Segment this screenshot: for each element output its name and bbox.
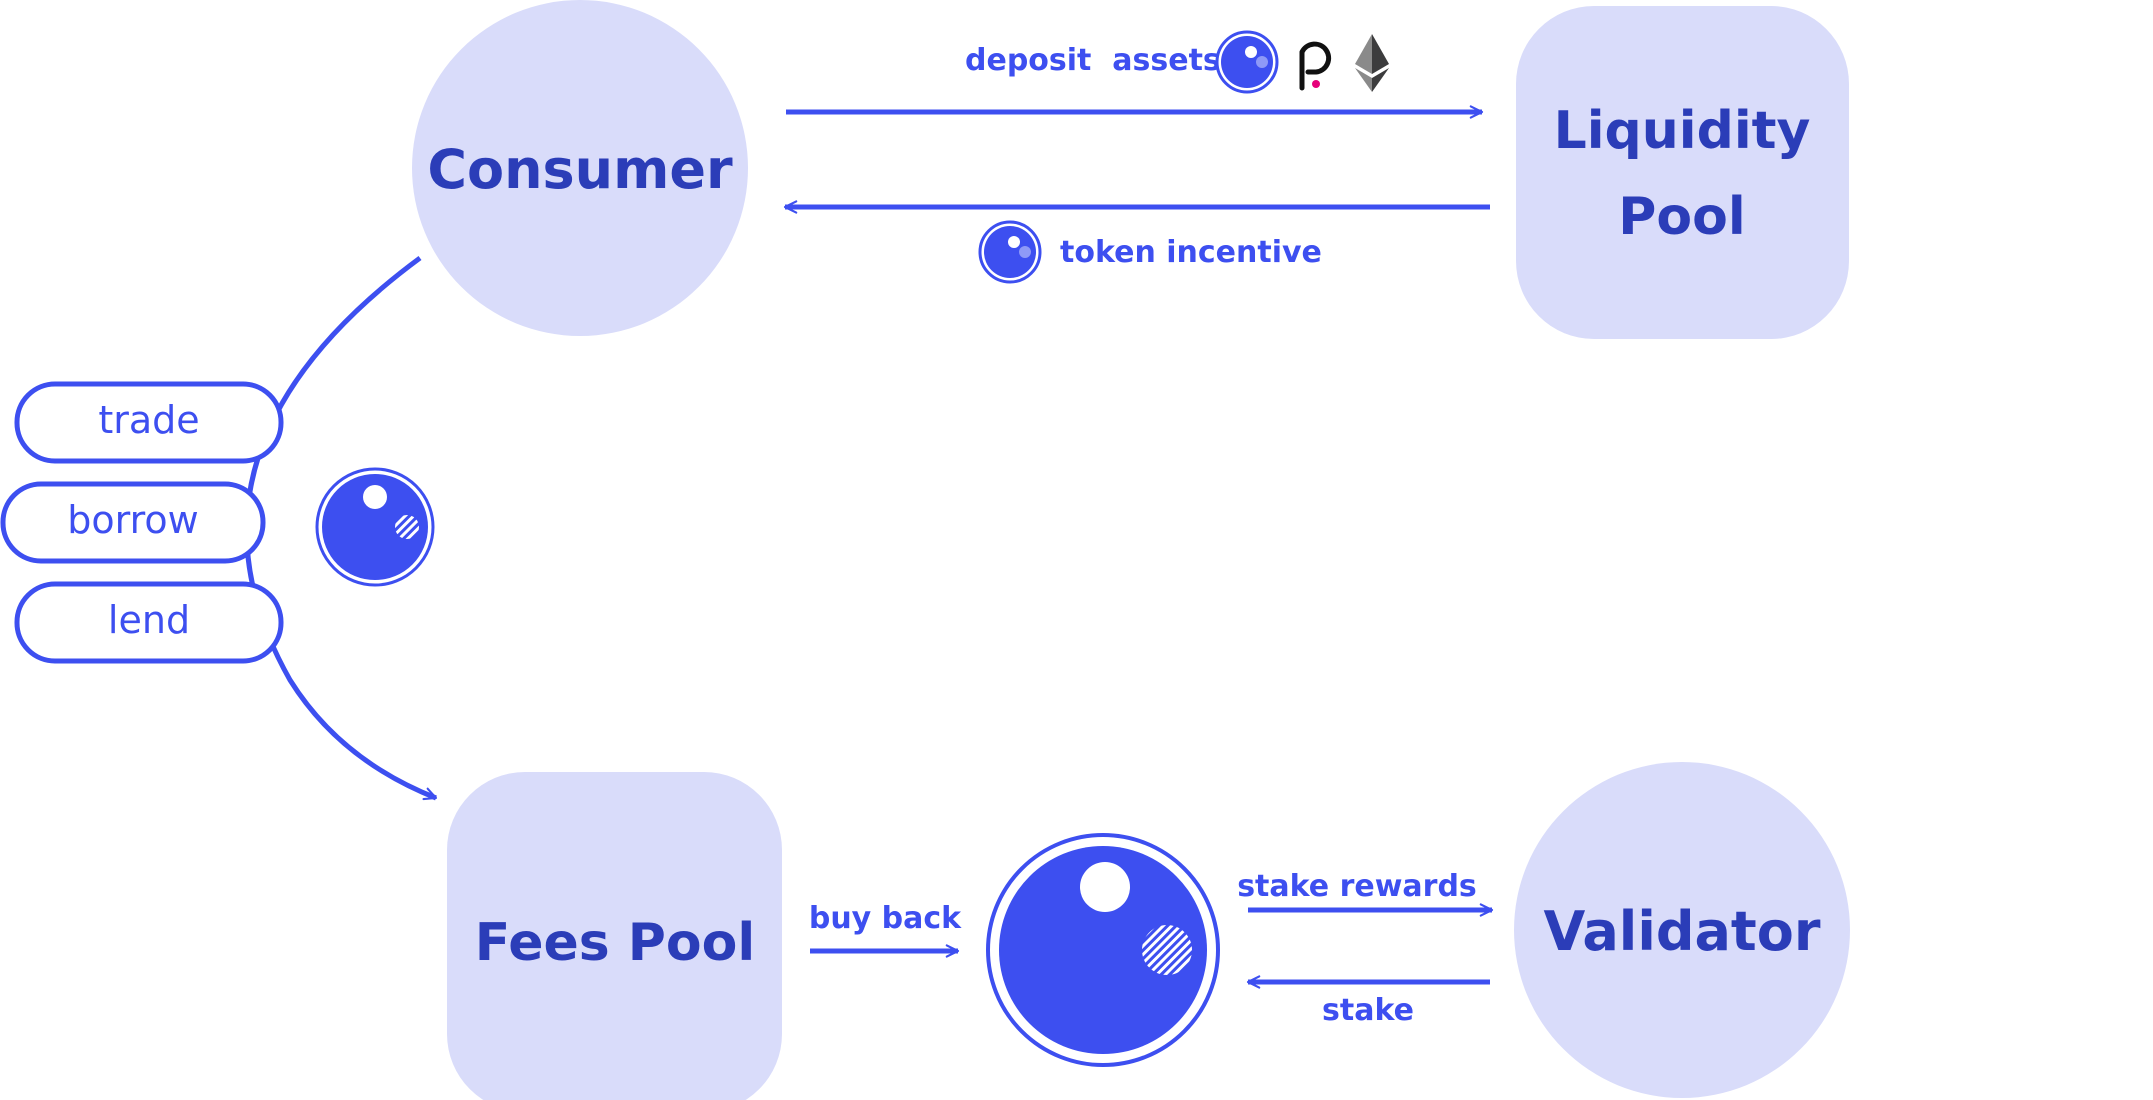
stake-edge: stake (1246, 975, 1490, 1028)
consumer-node: Consumer (412, 0, 748, 336)
action-list: trade borrow lend (0, 381, 284, 664)
liquidity-pool-label-line1: Liquidity (1554, 101, 1811, 161)
validator-node: Validator (1514, 762, 1850, 1098)
token-incentive-edge: token incentive (783, 200, 1490, 284)
deposit-assets-edge: deposit assets (786, 30, 1484, 119)
token-orb-icon (978, 220, 1042, 284)
stake-rewards-edge: stake rewards (1237, 869, 1494, 917)
validator-label: Validator (1544, 900, 1821, 963)
liquidity-pool-label-line2: Pool (1618, 187, 1745, 247)
action-pill-lend: lend (14, 581, 284, 664)
action-pill-label: borrow (67, 498, 198, 542)
deposit-assets-label: deposit assets (965, 43, 1221, 78)
validator-circle (1514, 762, 1850, 1098)
fees-pool-node: Fees Pool (447, 772, 782, 1100)
polkadot-icon (1299, 41, 1332, 91)
action-pill-borrow: borrow (0, 481, 266, 564)
token-orb-icon (1215, 30, 1279, 94)
fees-pool-label: Fees Pool (475, 913, 755, 973)
liquidity-pool-box (1516, 6, 1849, 339)
buy-back-label: buy back (809, 901, 962, 936)
consumer-label: Consumer (427, 138, 733, 201)
central-token (986, 833, 1220, 1067)
token-orb-icon (315, 467, 435, 587)
consumer-circle (412, 0, 748, 336)
liquidity-pool-node: Liquidity Pool (1516, 6, 1849, 339)
stake-rewards-label: stake rewards (1237, 869, 1477, 904)
action-pill-label: lend (108, 598, 190, 642)
action-pill-trade: trade (14, 381, 284, 464)
fees-pool-box (447, 772, 782, 1100)
token-orb-icon (986, 833, 1220, 1067)
buy-back-edge: buy back (809, 901, 962, 958)
stake-label: stake (1322, 993, 1414, 1028)
action-pill-label: trade (98, 398, 199, 442)
ethereum-icon (1355, 34, 1389, 92)
token-incentive-label: token incentive (1060, 235, 1322, 270)
fees-flow-edge (244, 255, 438, 801)
